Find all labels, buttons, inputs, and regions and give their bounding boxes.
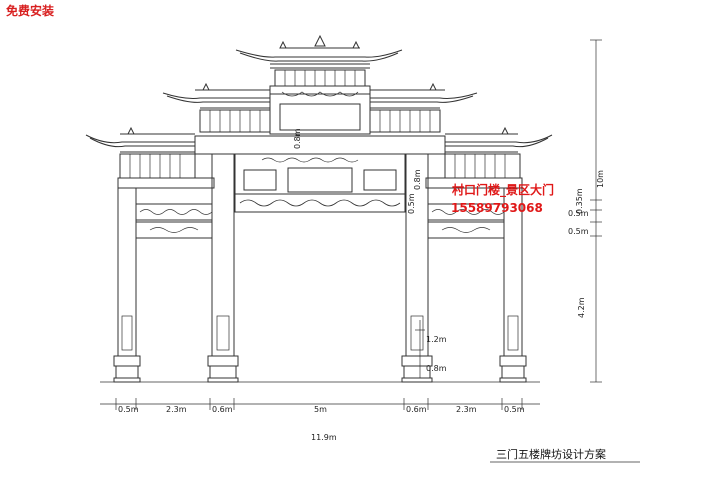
dimension-lines (100, 39, 602, 410)
dim-label: 0.6m (406, 405, 427, 414)
dim-label: 0.5m (118, 405, 139, 414)
dim-label: 0.5m (568, 209, 589, 218)
overall-width-label: 11.9m (311, 433, 337, 442)
dim-label: 0.5m (407, 193, 416, 214)
top-roof (235, 34, 403, 97)
dim-label: 0.8m (293, 128, 302, 149)
dim-label: 1.2m (426, 335, 447, 344)
horizontal-dimension-labels: 0.5m 2.3m 0.6m 5m 0.6m 2.3m 0.5m 11.9m (118, 405, 525, 442)
dim-label: 10m (596, 170, 605, 188)
dim-label: 0.5m (568, 227, 589, 236)
side-roofs (85, 126, 553, 179)
phone-overlay: 15589793068 (451, 201, 543, 215)
dim-label: 0.8m (413, 169, 422, 190)
dim-label: 0.6m (212, 405, 233, 414)
gate-structure (85, 34, 553, 383)
dim-label: 0.8m (426, 364, 447, 373)
slogan-overlay: 村口门楼_景区大门 (452, 182, 554, 198)
dim-label: 4.2m (577, 297, 586, 318)
vertical-dimension-labels: 10m 0.35m 0.5m 0.5m 4.2m 0.8m 0.8m 0.5m … (293, 128, 605, 373)
center-carved-beam (234, 193, 406, 213)
pillar-bases (100, 355, 540, 383)
dim-label: 2.3m (166, 405, 187, 414)
center-upper-block (269, 93, 371, 135)
pillars (117, 153, 523, 357)
dim-label: 0.35m (575, 188, 584, 214)
dim-label: 5m (314, 405, 327, 414)
drawing-caption: 三门五楼牌坊设计方案 (496, 447, 606, 461)
dim-label: 0.5m (504, 405, 525, 414)
dim-label: 2.3m (456, 405, 477, 414)
watermark-text: 免费安装 (6, 3, 54, 18)
